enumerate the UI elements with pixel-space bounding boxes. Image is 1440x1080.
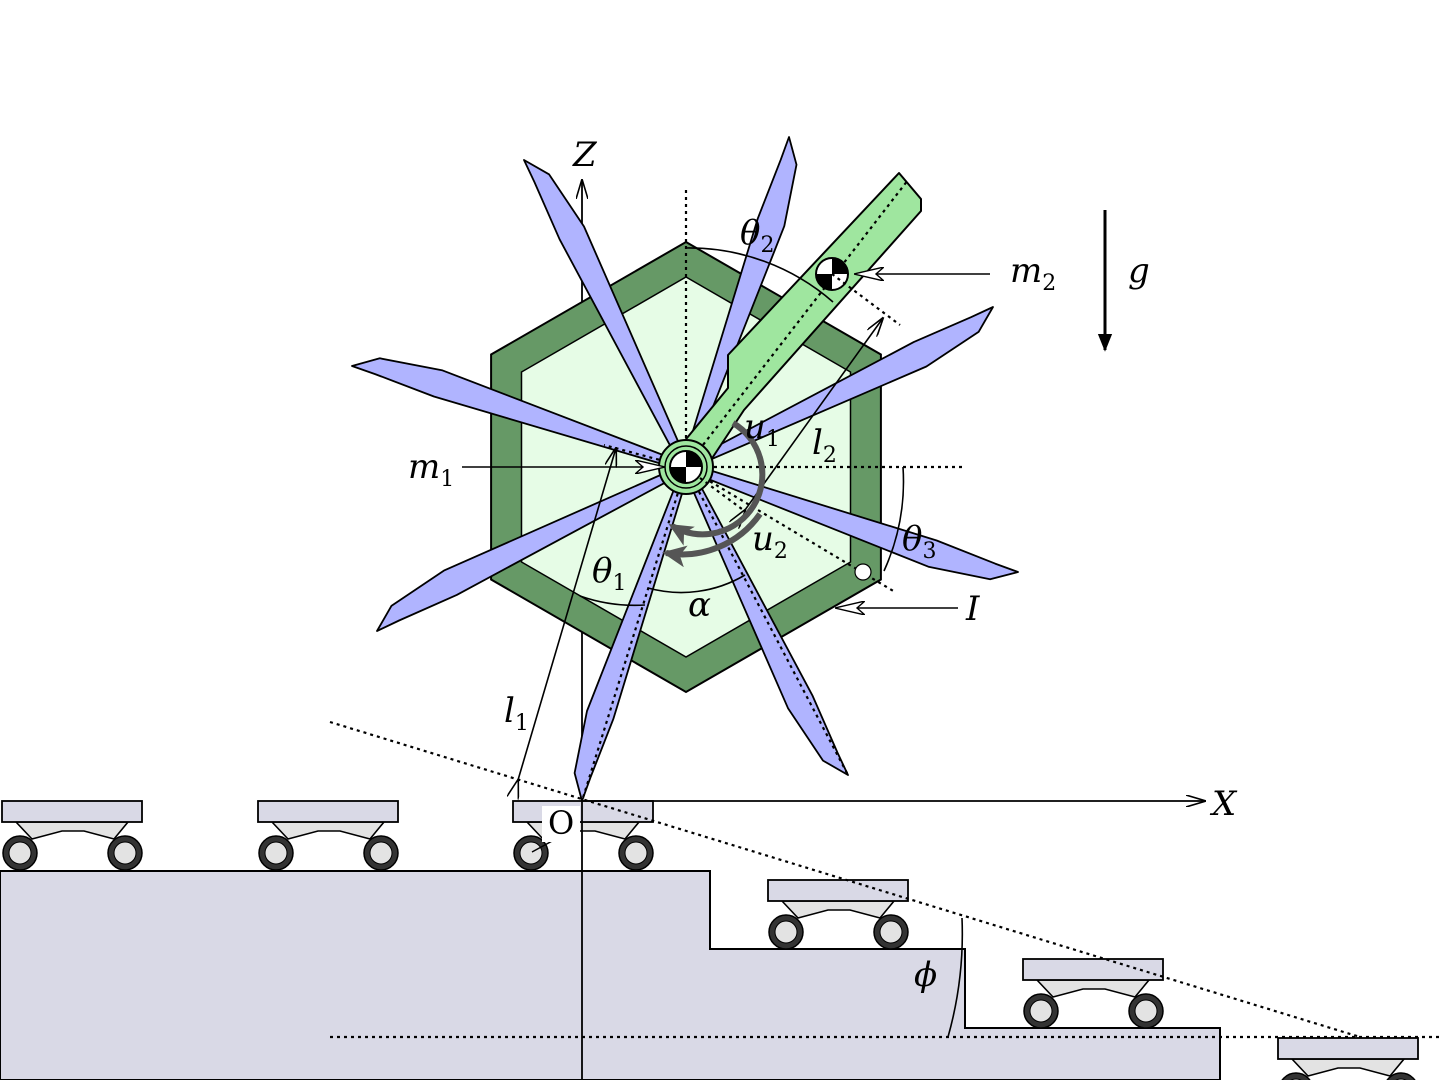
wheel-spoke (688, 476, 849, 776)
cart-deck (512, 800, 654, 823)
cart-wheel-hub (8, 841, 32, 865)
mass2-label: m2 (1010, 251, 1056, 296)
cart-chassis (1035, 979, 1151, 998)
z-axis-label: Z (572, 135, 598, 175)
l2-label: l2 (812, 423, 837, 468)
phi-angle-arc (947, 917, 964, 1038)
cart-deck (257, 800, 399, 823)
theta3-arc (883, 466, 905, 572)
cart-deck (767, 879, 909, 902)
theta2-arc (685, 247, 834, 303)
u1-label: u1 (744, 407, 780, 452)
theta3-label: θ3 (902, 519, 936, 564)
cart-chassis (14, 821, 130, 840)
cart-chassis (270, 821, 386, 840)
inertia-label: I (965, 589, 980, 629)
cart (1022, 958, 1164, 1029)
leg-line-2 (685, 466, 849, 776)
origin-label: O (548, 804, 574, 842)
u2-torque-arrow (662, 512, 763, 568)
u1-torque-arrow (668, 420, 766, 546)
leg-line-1 (580, 466, 688, 802)
wheel-spoke (685, 136, 798, 456)
origin-label-background (542, 806, 580, 842)
inertia-point (854, 563, 872, 581)
cart (1277, 1037, 1419, 1080)
alpha-label: α (688, 585, 711, 625)
arm-center-line (685, 179, 909, 468)
cart-deck (1, 800, 143, 823)
cart-wheel (1386, 1072, 1416, 1080)
l1-dimension (518, 448, 616, 780)
cart (767, 879, 909, 950)
mass1-com-symbol (669, 450, 703, 484)
staircase-ground (0, 870, 1221, 1080)
slope-line (329, 720, 1361, 1039)
l2-extension-1 (831, 273, 901, 326)
cart-chassis (780, 900, 896, 919)
wheel-spoke (351, 357, 675, 468)
cart-wheel-hub (264, 841, 288, 865)
x-axis-label: X (1209, 784, 1238, 824)
l2-dimension (745, 318, 883, 510)
cart-wheel-hub (369, 841, 393, 865)
cart-deck (1022, 958, 1164, 981)
u2-label: u2 (752, 519, 788, 564)
cart-wheel-hub (624, 841, 648, 865)
rimless-wheel (351, 136, 1019, 802)
theta1-label: θ1 (592, 551, 626, 596)
cart-wheel-hub (1134, 999, 1158, 1023)
alpha-arc (647, 574, 746, 594)
cart (1, 800, 143, 871)
cart-wheel-hub (113, 841, 137, 865)
wheel-spoke (523, 159, 684, 458)
cart-deck (1277, 1037, 1419, 1060)
mass1-label: m1 (408, 447, 454, 492)
cart-wheel-hub (1029, 999, 1053, 1023)
cart (257, 800, 399, 871)
cart-wheel-hub (879, 920, 903, 944)
cart-wheel-hub (519, 841, 543, 865)
cart-wheel-hub (774, 920, 798, 944)
cart-chassis (1290, 1058, 1406, 1077)
l1-label: l1 (504, 691, 529, 736)
gravity-label: g (1128, 251, 1150, 291)
phi-label: ϕ (914, 955, 937, 995)
theta2-label: θ2 (740, 213, 774, 258)
cart-wheel (1281, 1072, 1311, 1080)
leg-line-4 (685, 466, 896, 593)
cart (512, 800, 654, 871)
